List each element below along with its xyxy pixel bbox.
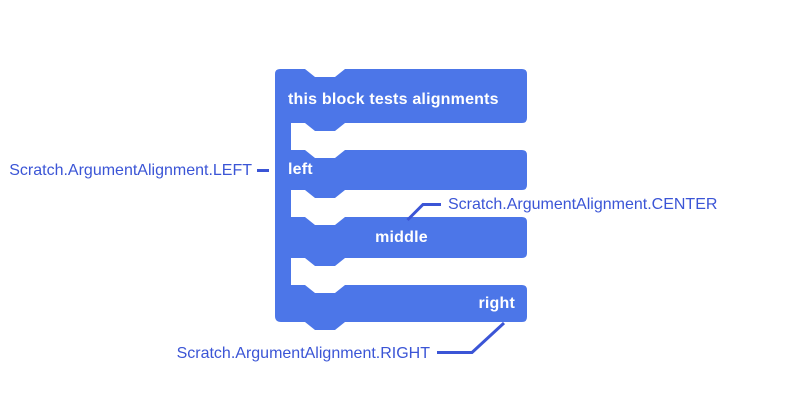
scratch-block-shape (275, 69, 527, 330)
callout-line-center (406, 203, 441, 222)
annotation-left-label: Scratch.ArgumentAlignment.LEFT (9, 162, 252, 179)
block-row-middle-text: middle (375, 228, 428, 246)
callout-line-right (437, 321, 506, 354)
block-row-left-text: left (288, 161, 313, 178)
annotation-right-label: Scratch.ArgumentAlignment.RIGHT (176, 345, 430, 362)
block-header-text: this block tests alignments (288, 91, 499, 108)
block-row-right-text: right (478, 294, 515, 312)
annotation-center-label: Scratch.ArgumentAlignment.CENTER (448, 196, 718, 213)
